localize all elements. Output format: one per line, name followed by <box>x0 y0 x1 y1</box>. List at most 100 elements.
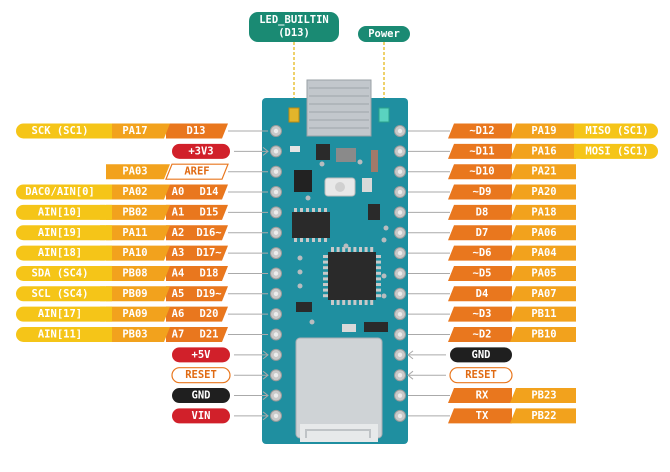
port-pin-label: PA16 <box>510 143 576 159</box>
digital-pin-label: ~D3 <box>448 306 512 322</box>
outlined-pin-text: AREF <box>184 166 209 178</box>
digital-pin-label: A4 D18 <box>166 265 228 281</box>
port-pin-label: PA19 <box>510 123 576 139</box>
port-pin-label: PA21 <box>510 164 576 180</box>
digital-pin-label: ~D12 <box>448 123 512 139</box>
port-pin-text: PA11 <box>122 227 147 239</box>
port-pin-text: PA21 <box>531 166 556 178</box>
builtin-led <box>288 107 300 123</box>
right-pin-row: RESET <box>407 367 513 384</box>
right-pin-row: TX PB22 <box>408 408 576 424</box>
led-builtin-callout: LED_BUILTIN (D13) <box>249 12 339 42</box>
digital-pin-text: D19~ <box>196 288 221 300</box>
function-pin-label: SCK (SC1) <box>16 123 112 139</box>
port-pin-text: PB23 <box>531 390 556 402</box>
usb-connector <box>306 79 372 137</box>
port-pin-text: PA17 <box>122 125 147 137</box>
port-pin-label: PB23 <box>510 388 576 404</box>
wifi-module <box>295 337 383 439</box>
port-pin-label: PA09 <box>106 306 170 322</box>
right-pin-row: ~D3 PB11 <box>408 306 576 322</box>
power-pin-text: GND <box>192 390 211 402</box>
digital-pin-text: D4 <box>476 288 489 300</box>
port-pin-label: PA11 <box>106 225 170 241</box>
power-pin-text: +3V3 <box>188 145 213 157</box>
led-builtin-pin-label: (D13) <box>278 27 310 39</box>
analog-pin-text: A3 <box>172 247 185 259</box>
ground-pin-text: GND <box>472 349 491 361</box>
right-pin-row: RX PB23 <box>408 388 576 404</box>
board <box>262 79 408 444</box>
digital-pin-label: RX <box>448 388 512 404</box>
power-pin-text: VIN <box>192 410 211 422</box>
digital-pin-label: TX <box>448 408 512 424</box>
right-pin-row: ~D10 PA21 <box>408 164 576 180</box>
digital-pin-text: RX <box>476 390 489 402</box>
analog-pin-text: A0 <box>172 186 185 198</box>
function-pin-label: SDA (SC4) <box>16 265 112 281</box>
digital-pin-text: D16~ <box>196 227 221 239</box>
digital-pin-label: A5 D19~ <box>166 286 228 302</box>
power-led-callout: Power <box>358 26 410 42</box>
function-pin-text: AIN[18] <box>38 247 82 259</box>
port-pin-text: PB02 <box>122 206 147 218</box>
left-pin-row: GND <box>172 388 269 404</box>
outlined-pin-text: RESET <box>465 369 497 381</box>
digital-pin-label: ~D10 <box>448 164 512 180</box>
function-pin-text: AIN[10] <box>38 206 82 218</box>
analog-pin-text: A6 <box>172 308 185 320</box>
left-pin-row: RESET <box>171 367 269 384</box>
ground-pin-label: GND <box>172 388 230 404</box>
analog-pin-text: A4 <box>172 267 185 279</box>
port-pin-text: PA16 <box>531 145 556 157</box>
port-pin-label: PB11 <box>510 306 576 322</box>
function-pin-label: AIN[18] <box>16 245 112 261</box>
port-pin-label: PA07 <box>510 286 576 302</box>
digital-pin-text: D15 <box>200 206 219 218</box>
function-pin-text: DAC0/AIN[0] <box>25 186 95 198</box>
port-pin-text: PA18 <box>531 206 556 218</box>
digital-pin-text: D8 <box>476 206 489 218</box>
outlined-pin-text: RESET <box>185 369 217 381</box>
digital-pin-text: ~D3 <box>473 308 492 320</box>
power-pin-label: +5V <box>172 347 230 363</box>
digital-pin-label: A3 D17~ <box>166 245 228 261</box>
port-pin-label: PA17 <box>106 123 170 139</box>
function-pin-text: SCL (SC4) <box>32 288 89 300</box>
analog-pin-text: A5 <box>172 288 185 300</box>
outlined-pin-label: RESET <box>449 367 513 384</box>
port-pin-text: PA10 <box>122 247 147 259</box>
port-pin-text: PB10 <box>531 329 556 341</box>
digital-pin-text: D18 <box>200 267 219 279</box>
port-pin-text: PA09 <box>122 308 147 320</box>
power-led <box>378 107 390 123</box>
analog-pin-text: A7 <box>172 329 185 341</box>
outlined-pin-label: RESET <box>171 367 231 384</box>
port-pin-text: PA03 <box>122 166 147 178</box>
digital-pin-text: ~D10 <box>469 166 494 178</box>
port-pin-text: PB22 <box>531 410 556 422</box>
digital-pin-text: ~D12 <box>469 125 494 137</box>
port-pin-label: PA03 <box>106 164 170 180</box>
function-pin-text: SCK (SC1) <box>32 125 89 137</box>
port-pin-text: PA02 <box>122 186 147 198</box>
digital-pin-text: D17~ <box>196 247 221 259</box>
digital-pin-label: D8 <box>448 204 512 220</box>
right-pin-row: D8 PA18 <box>408 204 576 220</box>
port-pin-label: PA18 <box>510 204 576 220</box>
ground-pin-label: GND <box>450 347 512 363</box>
function-pin-label: AIN[17] <box>16 306 112 322</box>
power-pin-label: +3V3 <box>172 143 230 159</box>
led-builtin-label: LED_BUILTIN <box>259 14 329 26</box>
